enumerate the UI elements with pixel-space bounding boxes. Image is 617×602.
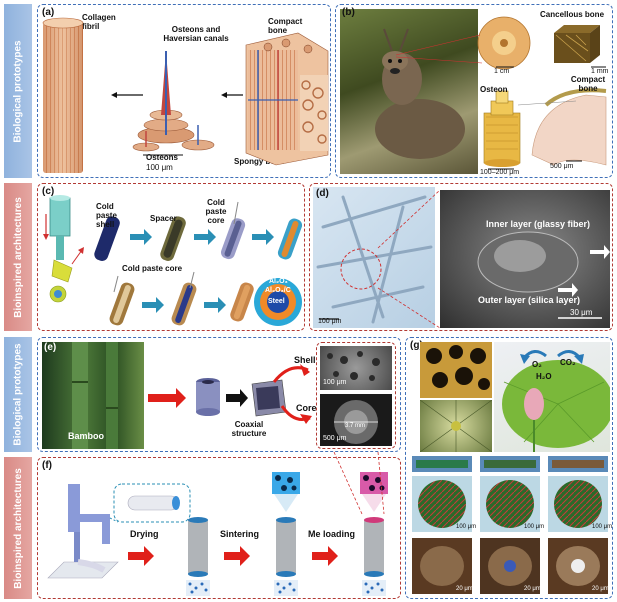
printing-sintering-process [47,472,388,596]
deer-photo [340,9,478,174]
scaffold-micrograph-grid [412,456,608,594]
bamboo-label: Bamboo [68,431,104,441]
osteons-haversian-label: Osteons and Haversian canals [163,25,229,43]
bamboo-photo [42,342,144,449]
scale-right-label: 30 μm [570,308,593,317]
bamboo-stalks [72,342,118,449]
scale-g2: 100 μm [524,524,545,530]
band-label: Bioinspired architectures [12,467,24,589]
cancellous-bone-label: Cancellous bone [540,10,605,19]
band-biological-prototypes-2: Biological prototypes [4,337,32,452]
panel-a: (a) Collagen fibril Osteons and Haversia… [37,4,331,178]
panel-label: (b) [342,7,355,18]
co2-label: CO₂ [560,358,576,367]
shell-label: Shell [294,355,316,365]
collagen-fibril-label: Collagen fibril [82,13,116,31]
sem-bottom-micrograph [320,394,392,446]
panel-f: (f) [37,457,401,599]
sem-micrograph [440,190,610,328]
scale-500-label: 500 μm [550,163,574,170]
osteon-label: Osteon [480,85,508,94]
layer-al2o3-c-label: Al₂O₃/C [265,287,291,294]
h2o-label: H₂O [536,372,552,381]
inner-layer-label: Inner layer (glassy fiber) [486,219,591,229]
panel-label: (e) [44,342,57,353]
lotus-pod-photo [420,342,492,398]
sintering-label: Sintering [220,529,260,539]
band-bioinspired-architectures-2: Bioinspired architectures [4,457,32,599]
o2-label: O₂ [532,360,542,369]
lotus-leaf-photo [494,342,610,452]
me-loading-label: Me loading [308,529,355,539]
band-label: Biological prototypes [12,39,24,143]
scale-g4: 20 μm [456,586,473,592]
fiber-cross-section [477,231,610,319]
band-bioinspired-architectures-1: Bioinspired architectures [4,183,32,331]
lotus-cross-section-photo [420,400,492,452]
sem-bottom-scale: 500 μm [323,435,347,442]
scale-g6: 20 μm [592,586,609,592]
layer-al2o3-label: Al₂O₃ [269,278,288,285]
scale-left-label: 100 μm [318,318,342,325]
layer-steel-label: Steel [268,298,285,305]
porous-surface [327,351,380,381]
compact-bone-label: Compact bone [268,17,303,35]
compact-bone-label: Compact bone [570,75,606,93]
coextrusion-process-illustration [43,195,303,326]
panel-label: (a) [42,7,55,18]
lotus-pod-holes [426,345,490,390]
sem-top-scale: 100 μm [323,379,347,386]
band-label: Bioinspired architectures [12,196,24,318]
core-label: Core [296,403,317,413]
band-biological-prototypes-1: Biological prototypes [4,4,32,178]
bone-hierarchy-illustration [42,17,329,173]
lotus-leaf-illustration [502,350,610,452]
osteons-label: Osteons [146,153,179,162]
panel-g: (g) O₂ CO₂ H₂O [405,337,613,599]
scale-g3: 100 μm [592,524,613,530]
spicules-illustration [316,195,433,324]
radial-pattern [420,400,492,452]
scale-1mm-label: 1 mm [591,68,609,75]
drying-label: Drying [130,529,159,539]
zoom-connector-lines [377,189,441,329]
outer-layer-label: Outer layer (silica layer) [478,295,581,305]
cross-section-circle [334,400,378,444]
spongy-bone-label: Spongy bone [234,157,285,166]
panel-label: (f) [42,460,52,471]
cold-paste-core-bottom-label: Cold paste core [122,264,183,273]
spacer-label: Spacer [150,214,177,223]
coaxial-structure-illustration [148,364,312,424]
cold-paste-shell-label: Cold paste shell [96,202,117,229]
panel-label: (c) [42,186,55,197]
band-label: Biological prototypes [12,343,24,446]
scale-g1: 100 μm [456,524,477,530]
scale-1cm-label: 1 cm [494,68,510,75]
scale-bar-label: 100 μm [146,163,173,172]
sem-bottom-length: 3.7 mm [345,423,366,429]
panel-label: (g) [410,340,423,351]
scale-g5: 20 μm [524,586,541,592]
deer-illustration [375,28,465,159]
scale-100-200-label: 100–200 μm [480,169,520,176]
panel-label: (d) [316,188,329,199]
bone-section-illustration [395,16,607,170]
sem-inset: 100 μm 3.7 mm 500 μm [316,342,396,449]
panel-c: (c) Cold paste shell Spacer Cold paste [37,183,305,331]
panel-b: (b) Cancellous bone 1 mm 1 cm Compact bo… [335,4,613,178]
coaxial-structure-label: Coaxial structure [231,420,267,438]
sem-top-micrograph [320,346,392,390]
sponge-spicule-micrograph [313,187,435,328]
panel-d: (d) 100 μm Inner layer (glassy fiber) Ou… [309,183,613,331]
panel-e: (e) Bamboo Shell Core Coaxial structure … [37,337,401,452]
cold-paste-core-top-label: Cold paste core [205,198,227,225]
